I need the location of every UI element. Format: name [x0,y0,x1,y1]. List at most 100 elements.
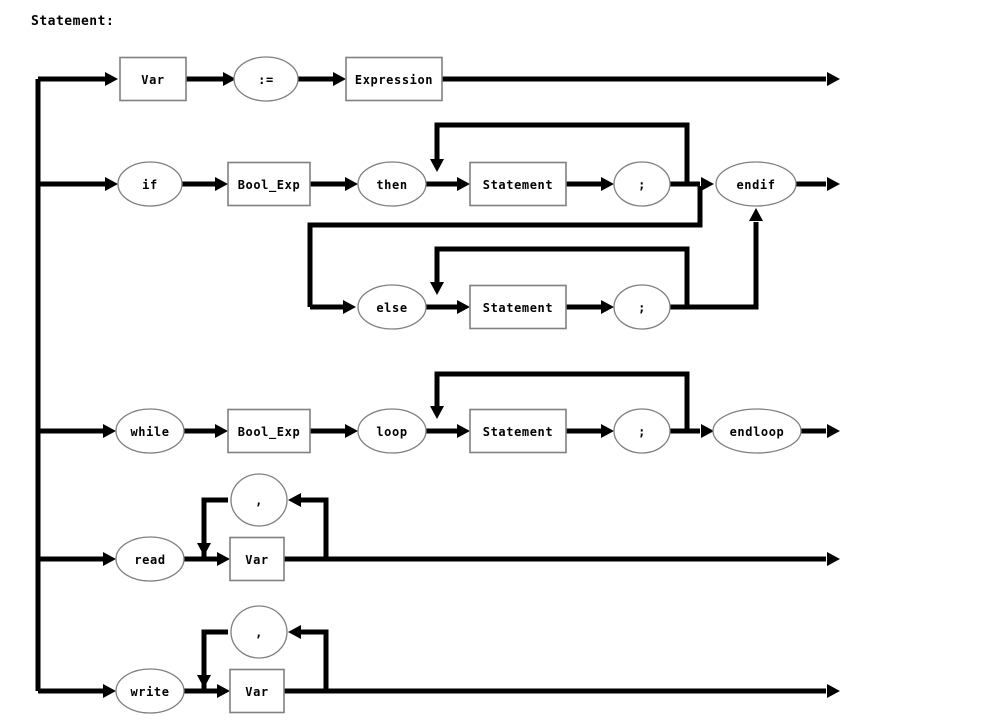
node-label-write-keyword: write [130,685,169,699]
rail-else-stmt-to-semi [566,300,614,314]
node-endloop-keyword[interactable]: endloop [712,408,802,454]
node-shape-ellipse-write-comma[interactable] [230,605,288,659]
arrow-head-boolexp-to-loop [345,424,358,438]
node-shape-ellipse-else-keyword[interactable] [357,284,427,330]
node-shape-ellipse-loop-semicolon[interactable] [613,408,671,454]
node-label-then-statement: Statement [483,178,553,192]
rail-spine-to-if [38,177,118,191]
arrow-head-else-semi-to-endif [749,208,763,221]
node-label-then-semicolon: ; [638,178,646,192]
node-label-assign-var: Var [141,73,164,87]
node-label-read-keyword: read [134,553,165,567]
node-shape-box-if-bool-exp[interactable] [227,161,311,207]
node-shape-ellipse-write-keyword[interactable] [115,668,185,714]
arrow-head-write-to-var [217,684,230,698]
arrow-head-write-exit [827,684,840,698]
node-label-write-comma: , [255,626,263,640]
alternative-read-statement: read, Var [115,473,288,582]
rail-loop-stmt-to-semi [566,424,614,438]
node-label-if-bool-exp: Bool_Exp [238,178,301,193]
node-shape-ellipse-else-semicolon[interactable] [613,284,671,330]
node-while-keyword[interactable]: while [115,408,185,454]
node-shape-ellipse-if-keyword[interactable] [117,161,183,207]
node-else-keyword[interactable]: else [357,284,427,330]
rail-endloop-exit [801,424,840,438]
node-label-else-keyword: else [376,301,407,315]
rail-boolexp-to-then [310,177,358,191]
node-label-then-keyword: then [376,178,407,192]
node-loop-semicolon[interactable]: ; [613,408,671,454]
node-read-keyword[interactable]: read [115,536,185,582]
node-shape-box-while-bool-exp[interactable] [227,408,311,454]
node-if-keyword[interactable]: if [117,161,183,207]
node-write-comma[interactable]: , [230,605,288,659]
node-shape-ellipse-read-comma[interactable] [230,473,288,527]
node-label-else-semicolon: ; [638,301,646,315]
arrow-head-loop-loop-back [430,406,444,419]
node-shape-box-loop-statement[interactable] [469,408,567,454]
node-shape-ellipse-endloop-keyword[interactable] [712,408,802,454]
node-assign-op[interactable]: := [233,56,299,102]
arrow-head-write-comma-return [288,625,301,639]
rail-spine-to-while [38,424,116,438]
node-label-write-var: Var [245,685,268,699]
node-read-comma[interactable]: , [230,473,288,527]
node-shape-box-assign-expression[interactable] [345,56,443,102]
node-write-keyword[interactable]: write [115,668,185,714]
node-shape-ellipse-then-semicolon[interactable] [613,161,671,207]
node-shape-ellipse-endif-keyword[interactable] [715,161,797,207]
arrow-head-spine-to-assignment [105,72,118,86]
rail-endif-exit [796,177,840,191]
arrow-head-loop-to-statement [457,424,470,438]
rail-read-exit [284,552,840,566]
rail-spine-to-assignment [38,72,118,86]
arrow-head-then-loop-back [430,159,444,172]
node-shape-box-assign-var[interactable] [119,56,187,102]
node-shape-ellipse-then-keyword[interactable] [357,161,427,207]
node-while-bool-exp[interactable]: Bool_Exp [227,408,311,454]
alternative-write-statement: write, Var [115,605,288,714]
node-assign-var[interactable]: Var [119,56,187,102]
node-label-assign-expression: Expression [355,73,433,87]
node-read-var[interactable]: Var [229,536,285,582]
node-endif-keyword[interactable]: endif [715,161,797,207]
node-label-loop-statement: Statement [483,425,553,439]
rail-then-loop-back [430,122,690,184]
node-then-keyword[interactable]: then [357,161,427,207]
arrow-head-endloop-exit [827,424,840,438]
rail-write-comma-drop [197,662,211,688]
node-else-semicolon[interactable]: ; [613,284,671,330]
rail-else-rail-to-else [310,300,356,314]
node-shape-box-read-var[interactable] [229,536,285,582]
node-else-statement[interactable]: Statement [469,284,567,330]
node-shape-box-else-statement[interactable] [469,284,567,330]
node-label-assign-op: := [258,73,274,87]
rail-read-comma-drop [197,530,211,556]
node-then-statement[interactable]: Statement [469,161,567,207]
rail-assign-var-to-op [186,72,236,86]
node-label-while-keyword: while [130,425,169,439]
arrow-head-else-stmt-to-semi [601,300,614,314]
node-assign-expression[interactable]: Expression [345,56,443,102]
node-write-var[interactable]: Var [229,668,285,714]
rail-assign-exit [442,72,840,86]
node-shape-box-then-statement[interactable] [469,161,567,207]
node-shape-ellipse-loop-keyword[interactable] [357,408,427,454]
rail-then-stmt-to-semi [566,177,614,191]
node-shape-ellipse-while-keyword[interactable] [115,408,185,454]
arrow-head-endif-exit [827,177,840,191]
node-then-semicolon[interactable]: ; [613,161,671,207]
node-loop-statement[interactable]: Statement [469,408,567,454]
arrow-head-then-to-statement [457,177,470,191]
node-if-bool-exp[interactable]: Bool_Exp [227,161,311,207]
node-label-read-var: Var [245,553,268,567]
arrow-head-read-comma-drop [197,543,211,556]
node-shape-ellipse-read-keyword[interactable] [115,536,185,582]
node-shape-ellipse-assign-op[interactable] [233,56,299,102]
node-shape-box-write-var[interactable] [229,668,285,714]
node-loop-keyword[interactable]: loop [357,408,427,454]
arrow-head-loop-stmt-to-semi [601,424,614,438]
arrow-head-loop-semi-to-endloop [701,424,714,438]
